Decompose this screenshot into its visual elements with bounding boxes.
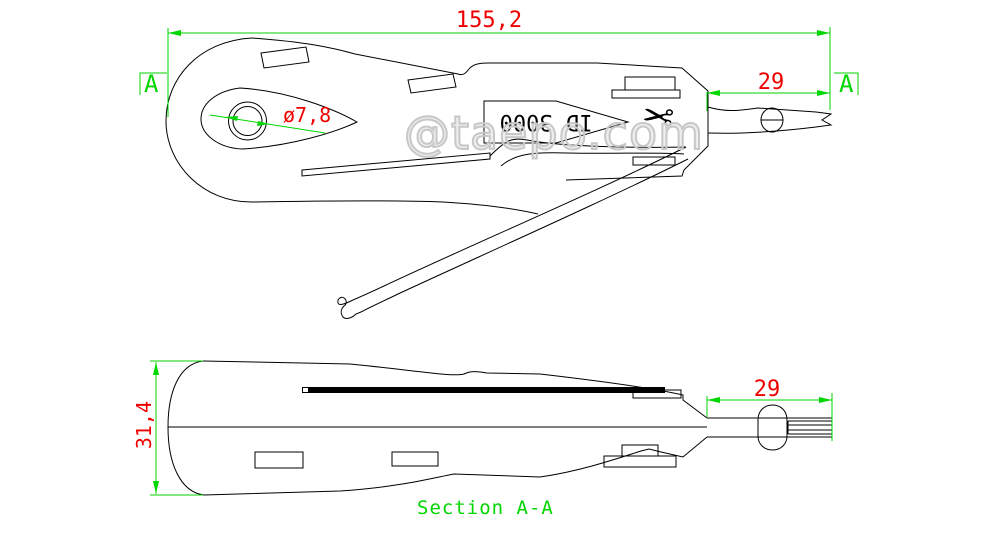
section-title: Section A-A xyxy=(417,497,554,519)
latch-side-top xyxy=(621,444,659,457)
dim-blade-length-section-text: 29 xyxy=(753,377,781,402)
dimension-overall-length xyxy=(167,27,831,117)
section-marker-left: A xyxy=(144,70,159,98)
window-1 xyxy=(254,451,304,469)
section-view-outline xyxy=(167,360,708,496)
top-view-blade xyxy=(707,106,833,134)
model-plaque xyxy=(483,100,630,144)
grip-slot-2 xyxy=(407,73,457,94)
screw-boss-side xyxy=(757,404,788,451)
dimension-hole-diameter-leader xyxy=(209,114,326,134)
dimension-blade-length-section xyxy=(706,393,833,441)
top-view-hook-lever xyxy=(337,146,689,319)
slot-bar-step xyxy=(632,389,682,399)
latch-base xyxy=(611,89,681,99)
watermark: @taepo.com xyxy=(403,105,704,161)
hole-inner xyxy=(232,106,263,136)
dim-blade-length-top-text: 29 xyxy=(757,70,785,95)
section-view-blade xyxy=(707,404,833,451)
slot-bar xyxy=(303,387,665,393)
hook-curl xyxy=(337,296,362,319)
window-2 xyxy=(391,451,439,467)
lever-slot xyxy=(301,152,491,177)
latch-top xyxy=(624,76,676,91)
section-marker-brackets xyxy=(139,72,859,95)
blade-fork-side xyxy=(787,420,832,435)
section-marker-right: A xyxy=(839,70,854,98)
top-view-tool-outline xyxy=(165,37,709,215)
dim-overall-length-text: 155,2 xyxy=(455,8,523,33)
hole-outer xyxy=(228,101,267,141)
teardrop-cutout xyxy=(200,87,359,150)
dimension-overall-height xyxy=(150,360,203,496)
latch-side-base xyxy=(603,455,677,468)
grip-slot-1 xyxy=(260,46,310,69)
slot-bar-end xyxy=(302,387,309,393)
dim-overall-height-text: 31,4 xyxy=(132,401,156,450)
dimension-blade-length-top xyxy=(706,90,830,111)
dim-hole-diameter-text: ø7,8 xyxy=(283,103,332,127)
